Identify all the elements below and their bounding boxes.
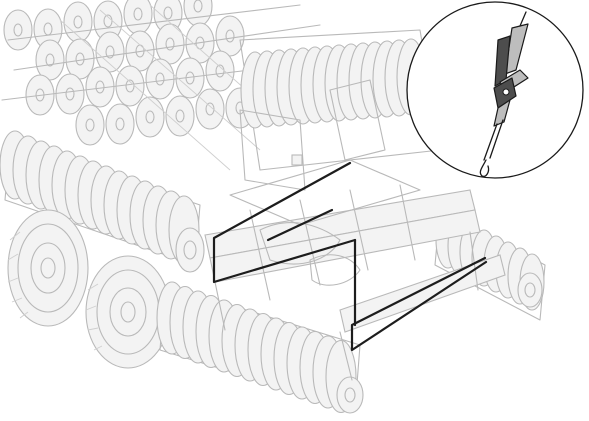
- disc-hub: [75, 52, 85, 66]
- disc-hub: [205, 102, 215, 116]
- rope-centre-strand: [266, 208, 334, 242]
- disc: [205, 50, 235, 92]
- front-packer-roller: [156, 281, 364, 414]
- disc-hub: [145, 110, 155, 124]
- rope-icon: [212, 161, 488, 352]
- disc: [165, 95, 195, 137]
- disc-hub: [73, 15, 83, 29]
- disc: [183, 0, 213, 27]
- rear-packer-roller: [239, 29, 441, 171]
- packer-roller-icon: [0, 130, 205, 273]
- disc: [195, 88, 225, 130]
- detail-callout: [406, 1, 584, 179]
- tyre-icon: [7, 209, 171, 369]
- disc: [145, 58, 175, 100]
- rope-right-loop: [350, 256, 488, 352]
- disc: [175, 57, 205, 99]
- disc-hub: [133, 7, 143, 21]
- disc-hub: [163, 6, 173, 20]
- disc: [95, 31, 125, 73]
- disc: [155, 23, 185, 65]
- rope-left-loop: [212, 161, 357, 284]
- disc: [215, 15, 245, 57]
- disc-hub: [193, 0, 203, 13]
- disc-harrow-icon: [1, 0, 321, 171]
- disc-hub: [155, 72, 165, 86]
- disc-hub: [45, 53, 55, 67]
- left-tyre: [7, 209, 89, 327]
- disc-hub: [225, 29, 235, 43]
- disc: [105, 103, 135, 145]
- rope-tensioner-icon: [479, 11, 529, 178]
- disc-hub: [65, 87, 75, 101]
- disc-hub: [175, 109, 185, 123]
- disc: [123, 0, 153, 35]
- disc-hub: [165, 37, 175, 51]
- disc: [3, 9, 33, 51]
- disc: [65, 38, 95, 80]
- disc-hub: [85, 118, 95, 132]
- disc-hub: [115, 117, 125, 131]
- disc: [75, 104, 105, 146]
- disc-hub: [105, 45, 115, 59]
- disc: [135, 96, 165, 138]
- right-tyre: [85, 255, 171, 369]
- disc-hub: [13, 23, 23, 37]
- disc-hub: [125, 79, 135, 93]
- disc: [55, 73, 85, 115]
- disc: [35, 39, 65, 81]
- disc-hub: [95, 80, 105, 94]
